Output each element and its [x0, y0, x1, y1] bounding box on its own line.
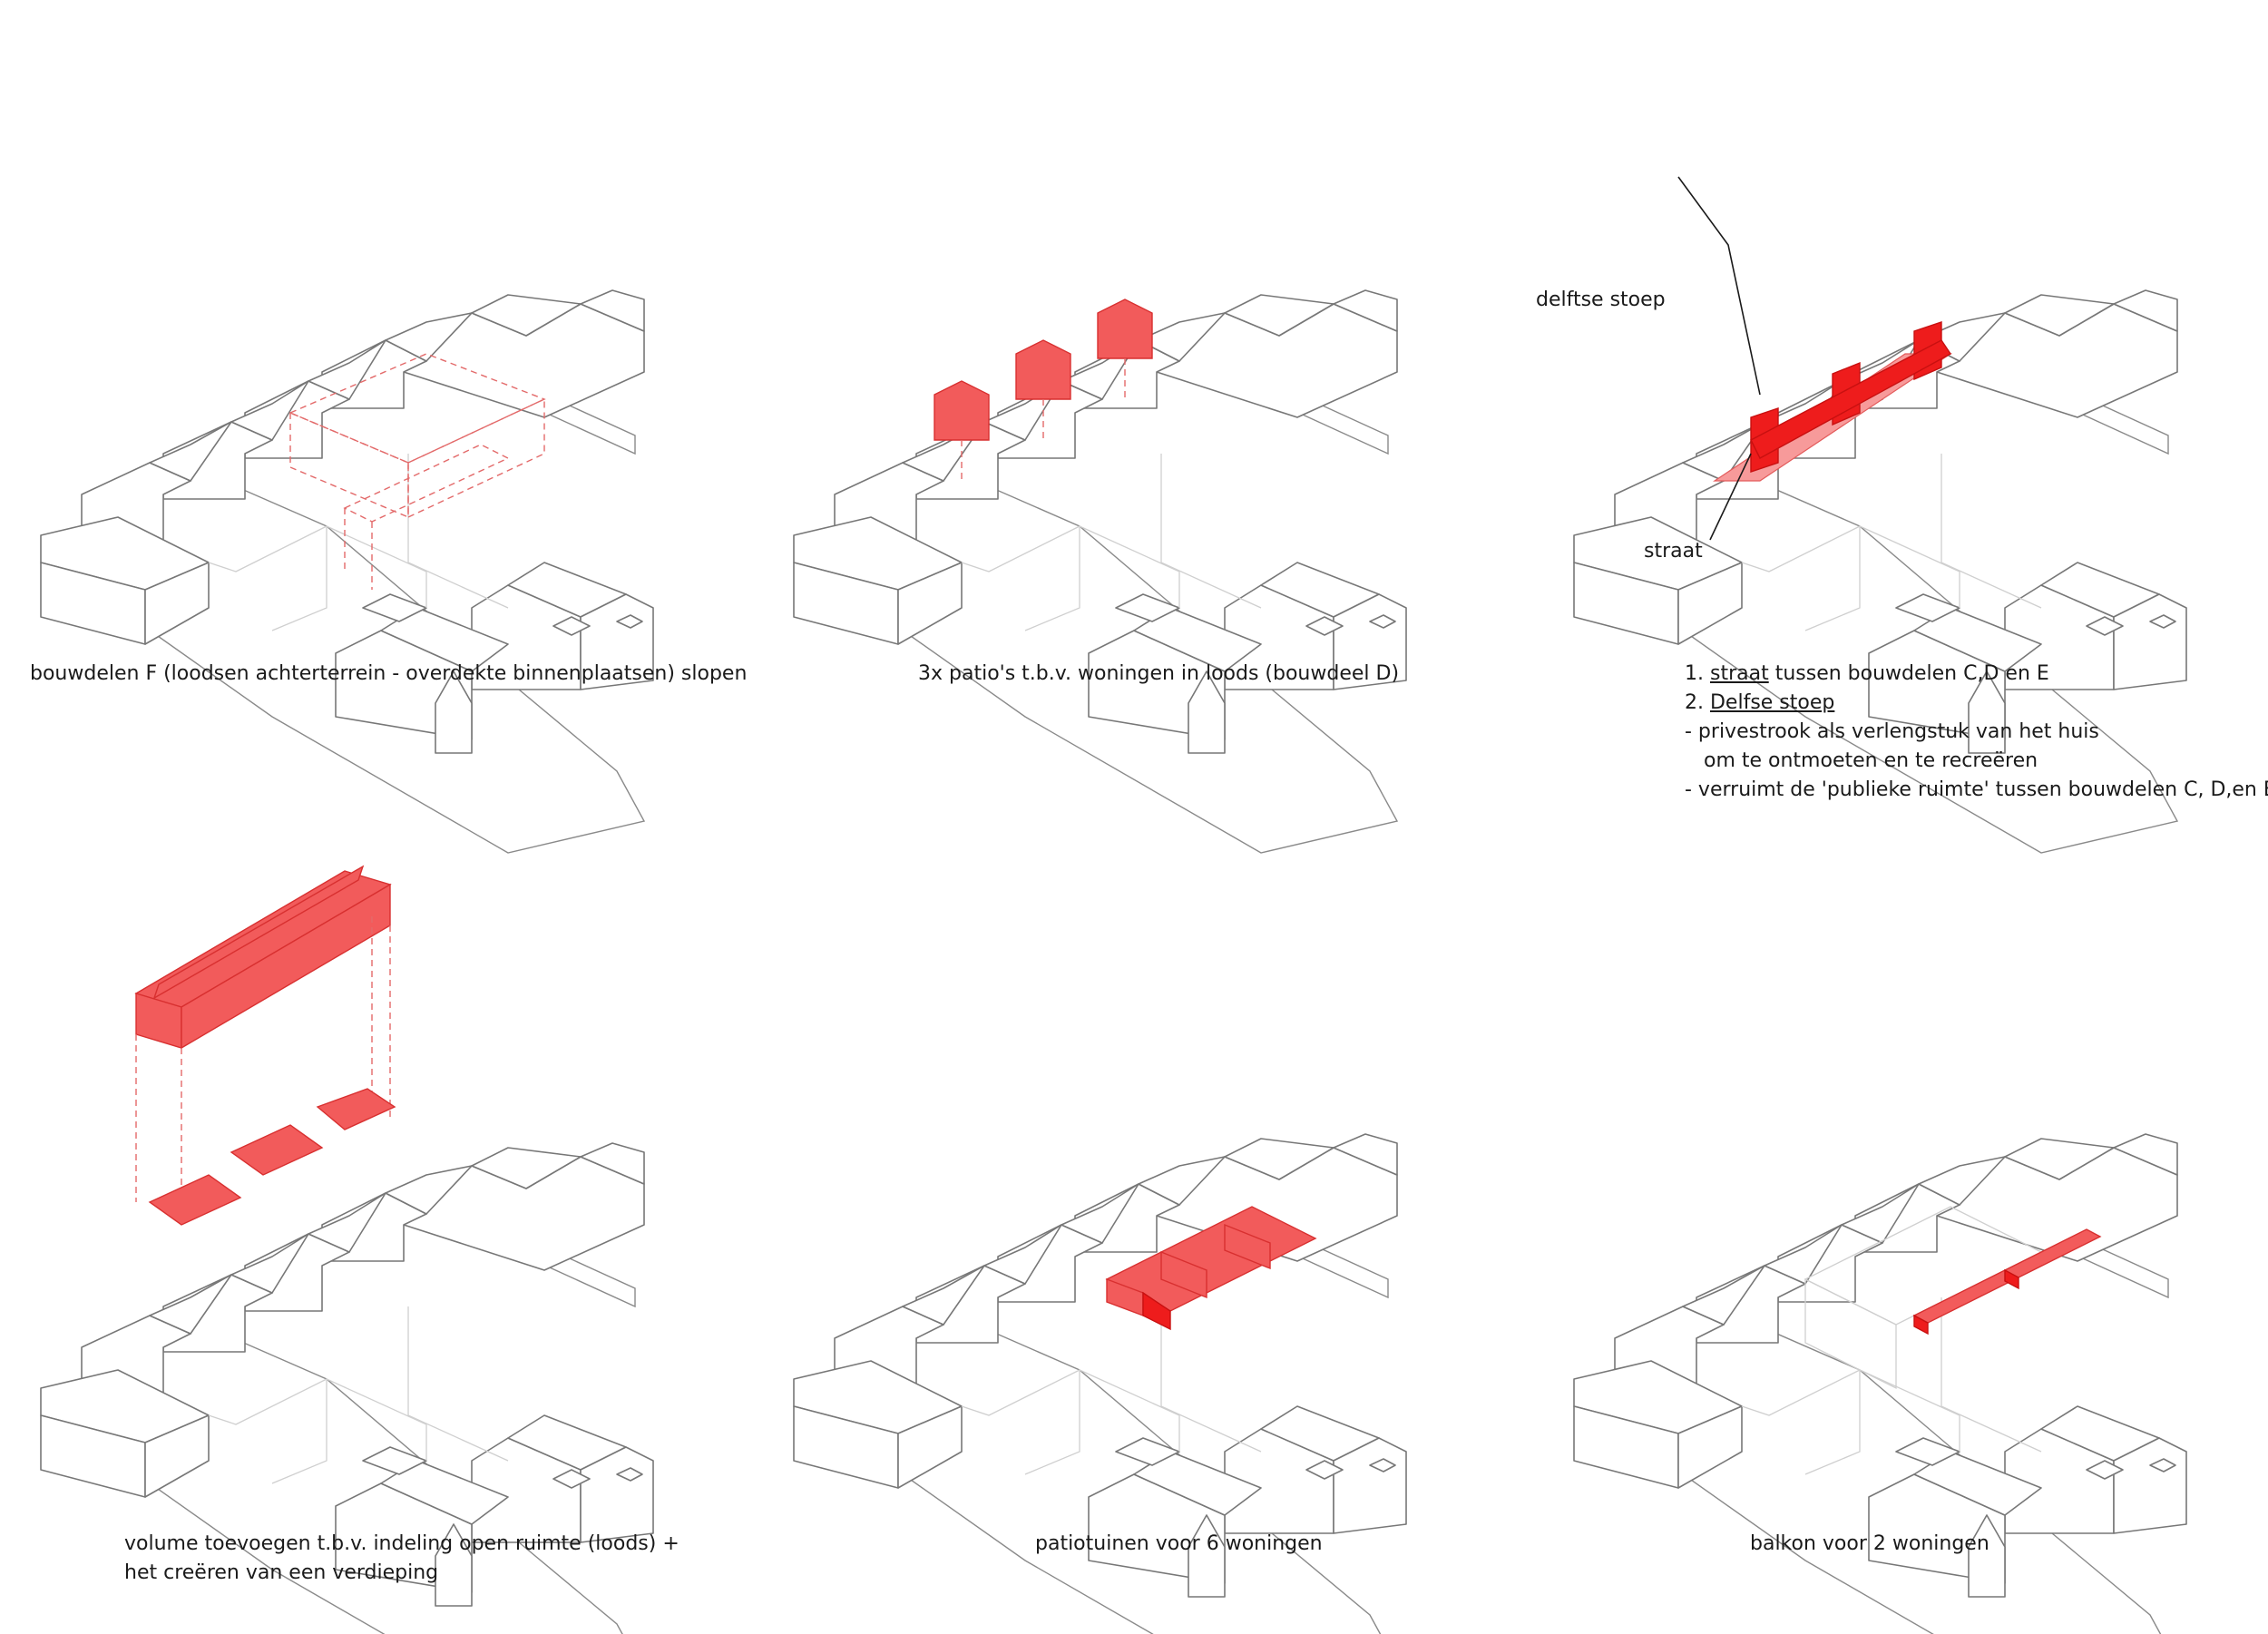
caption-line: het creëren van een verdieping	[124, 1561, 439, 1584]
added-volume	[134, 865, 396, 1226]
balcony	[1912, 1228, 2102, 1336]
caption-text: tussen bouwdelen C,D en E	[1768, 662, 2049, 685]
caption-link-straat: straat	[1709, 662, 1769, 685]
axonometric-drawing-2	[793, 289, 1407, 854]
label-delftse-stoep: delftse stoep	[1536, 289, 1666, 311]
caption-panel-2: 3x patio's t.b.v. woningen in loods (bou…	[918, 660, 1399, 689]
diagram-panel-2	[753, 136, 1479, 854]
caption-line: - privestrook als verlengstuk van het hu…	[1685, 720, 2099, 743]
demolition-outline	[288, 353, 546, 590]
diagram-panel-4	[0, 817, 726, 1634]
axonometric-drawing-5	[793, 1133, 1407, 1634]
diagram-panel-1	[0, 136, 726, 854]
street-and-stoep	[1713, 321, 1952, 482]
caption-line: volume toevoegen t.b.v. indeling open ru…	[124, 1532, 679, 1555]
caption-line: 3x patio's t.b.v. woningen in loods (bou…	[918, 662, 1400, 685]
caption-number: 1.	[1685, 662, 1710, 685]
caption-panel-1: bouwdelen F (loodsen achterterrein - ove…	[30, 660, 747, 689]
caption-panel-5: patiotuinen voor 6 woningen	[1035, 1530, 1323, 1559]
caption-link-delfse-stoep: Delfse stoep	[1709, 691, 1835, 714]
caption-line: balkon voor 2 woningen	[1750, 1532, 1989, 1555]
diagram-panel-5	[753, 980, 1479, 1634]
axonometric-drawing-1	[40, 289, 654, 854]
caption-line: patiotuinen voor 6 woningen	[1035, 1532, 1323, 1555]
axonometric-drawing-6	[1573, 1133, 2187, 1634]
patio-volumes	[934, 298, 1153, 481]
caption-line: bouwdelen F (loodsen achterterrein - ove…	[30, 662, 748, 685]
caption-line: om te ontmoeten en te recreëren	[1685, 749, 2038, 772]
diagram-panel-6	[1533, 980, 2259, 1634]
leader-street	[1709, 453, 1752, 541]
label-straat: straat	[1644, 540, 1703, 563]
caption-line: - verruimt de 'publieke ruimte' tussen b…	[1685, 778, 2268, 801]
axonometric-drawing-4	[40, 865, 654, 1634]
axonometric-drawing-3	[1573, 176, 2187, 854]
caption-panel-6: balkon voor 2 woningen	[1750, 1530, 1989, 1559]
caption-line: 2. Delfse stoep	[1685, 689, 2268, 718]
diagram-panel-3: delftse stoep straat	[1533, 136, 2259, 854]
patio-gardens	[1105, 1206, 1317, 1331]
caption-line: 1. straat tussen bouwdelen C,D en E	[1685, 660, 2268, 689]
caption-panel-4: volume toevoegen t.b.v. indeling open ru…	[124, 1530, 679, 1588]
caption-panel-3: 1. straat tussen bouwdelen C,D en E 2. D…	[1685, 660, 2268, 805]
caption-number: 2.	[1685, 691, 1710, 714]
leader-stoep	[1677, 176, 1761, 396]
